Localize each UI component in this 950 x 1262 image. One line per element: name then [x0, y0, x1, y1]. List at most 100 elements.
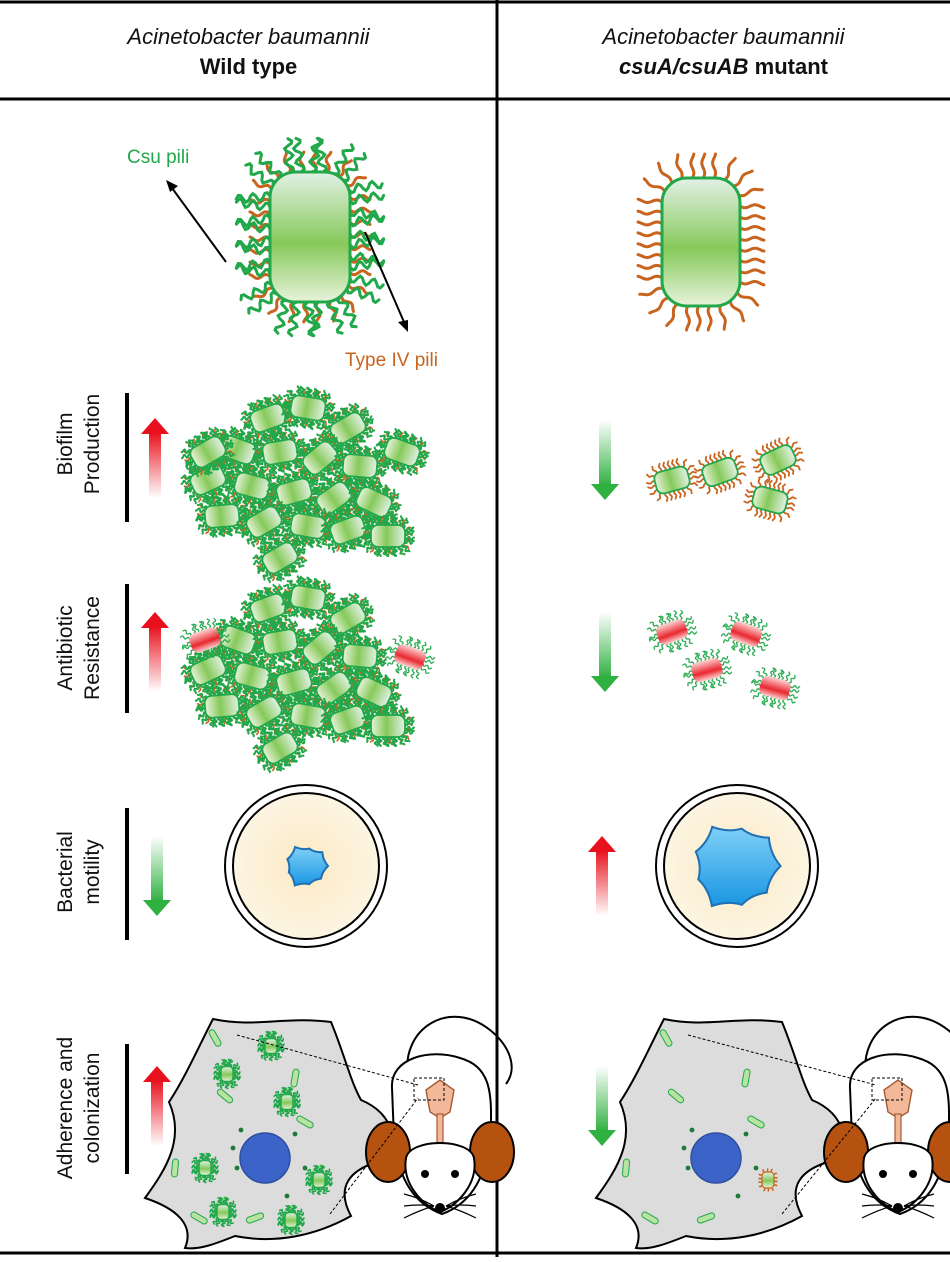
- mouse-ear-right: [469, 1121, 515, 1183]
- biofilm-cell: [360, 514, 416, 558]
- mouse-nose: [893, 1203, 903, 1213]
- antibiotic-wild-cluster: [180, 575, 416, 774]
- intracellular-rod: [216, 1088, 234, 1104]
- adhered-bacterium: [257, 1030, 285, 1062]
- mouse-whisker: [445, 1205, 477, 1219]
- motility-mutant-plate: [655, 784, 819, 948]
- adherence-wild-mouse: [365, 1015, 515, 1219]
- adherence-wild-host-cell: [143, 1017, 393, 1250]
- mouse-whisker: [445, 1193, 477, 1207]
- adherence-mutant-arrow: [588, 1066, 616, 1146]
- intracellular-rod: [208, 1029, 222, 1047]
- intracellular-dot: [284, 1193, 290, 1199]
- adhered-bacterium: [213, 1058, 241, 1090]
- antibiotic-wild-dead-cell: [384, 635, 436, 680]
- mouse-head: [862, 1142, 934, 1214]
- adherence-wild-arrow: [143, 1066, 171, 1146]
- biofilm-cell: [252, 722, 308, 774]
- motility-mutant-arrow: [588, 836, 616, 916]
- intracellular-dot: [689, 1127, 695, 1133]
- mouse-eye-left: [421, 1170, 429, 1178]
- intracellular-rod: [621, 1158, 631, 1178]
- biofilm-wild-loose-cell: [180, 426, 236, 478]
- adherence-mutant-mouse: [823, 1015, 950, 1219]
- mutant-bacterium: [636, 152, 766, 332]
- zoom-box: [871, 1077, 903, 1101]
- mouse-whisker: [861, 1204, 893, 1207]
- biofilm-cell: [280, 385, 336, 431]
- zoom-line: [329, 1097, 419, 1215]
- mouse-whisker: [903, 1193, 935, 1207]
- mutant-gene-label: csuA/csuAB: [618, 54, 749, 79]
- mouse-tail: [406, 1015, 513, 1085]
- antibiotic-wild-dead-cell-cell: [384, 635, 436, 680]
- mouse-eye-left: [879, 1170, 887, 1178]
- zoom-box: [413, 1077, 445, 1101]
- intracellular-rod: [696, 1212, 716, 1224]
- intracellular-dot: [302, 1165, 308, 1171]
- intracellular-rod: [659, 1029, 673, 1047]
- mouse-whisker: [903, 1204, 935, 1207]
- intracellular-rod: [170, 1158, 180, 1178]
- intracellular-rod: [190, 1211, 208, 1225]
- wild-type-header: Acinetobacter baumannii Wild type: [0, 22, 497, 82]
- csu-pointer-line: [171, 187, 227, 263]
- adhered-bacterium: [191, 1152, 219, 1184]
- csu-pili-label: Csu pili: [127, 147, 190, 168]
- mouse-lungs: [883, 1079, 913, 1119]
- mouse-whisker: [403, 1205, 435, 1219]
- adhered-bacterium: [277, 1204, 305, 1236]
- mutant-header: Acinetobacter baumannii csuA/csuAB mutan…: [497, 22, 950, 82]
- intracellular-dot: [230, 1145, 236, 1151]
- antibiotic-mutant-dead-cell: [646, 609, 698, 654]
- wild-species-label: Acinetobacter baumannii: [127, 24, 370, 49]
- intracellular-rod: [290, 1068, 300, 1088]
- biofilm-cell: [252, 619, 308, 665]
- mutant-bacterium-diagram: [636, 152, 766, 332]
- antibiotic-mutant-dead-cell: [720, 612, 772, 657]
- biofilm-mutant-cell: [693, 449, 747, 495]
- wild-type-bacterium-diagram: [166, 136, 408, 338]
- type-iv-pili-label: Type IV pili: [345, 350, 438, 371]
- mouse-nose: [435, 1203, 445, 1213]
- intracellular-dot: [681, 1145, 687, 1151]
- intracellular-rod: [667, 1088, 685, 1104]
- biofilm-mutant-cell: [751, 436, 805, 484]
- mouse-whisker: [445, 1204, 477, 1207]
- biofilm-cell: [280, 575, 336, 621]
- mouse-whisker: [861, 1193, 893, 1207]
- zoom-line: [236, 1034, 419, 1086]
- biofilm-mutant-cell: [645, 458, 699, 502]
- mutant-suffix-label: mutant: [748, 54, 829, 79]
- antibiotic-mutant-dead-cell: [682, 648, 733, 691]
- biofilm-wild-loose-cell: [374, 427, 430, 477]
- mouse-whisker: [903, 1205, 935, 1219]
- host-cell-nucleus: [690, 1132, 742, 1184]
- biofilm-cell: [252, 532, 308, 584]
- row-label-motility: Bacterial motility: [54, 831, 104, 913]
- intracellular-rod: [641, 1211, 659, 1225]
- csu-pointer-head: [166, 180, 178, 192]
- antibiotic-wild-arrow: [141, 612, 169, 692]
- antibiotic-mutant-dead-cell-cell: [682, 648, 733, 691]
- type4-pointer-head: [398, 320, 408, 332]
- mouse-eye-right: [451, 1170, 459, 1178]
- biofilm-cell: [252, 429, 308, 475]
- intracellular-rod: [245, 1212, 265, 1224]
- row-label-adherence: Adherence and colonization: [54, 1036, 104, 1180]
- row-label-biofilm: Biofilm Production: [54, 393, 104, 495]
- antibiotic-wild-dead-cell: [179, 617, 231, 662]
- biofilm-mutant-cell: [743, 477, 797, 523]
- antibiotic-mutant-dead-cell-cell: [646, 609, 698, 654]
- antibiotic-mutant-dead-cell: [750, 667, 801, 710]
- antibiotic-mutant-dead-cell-cell: [750, 667, 801, 710]
- biofilm-cell: [320, 695, 376, 744]
- motility-wild-colony: [286, 845, 330, 887]
- adhered-bacterium: [305, 1164, 333, 1196]
- biofilm-wild-cluster: [180, 385, 416, 584]
- intracellular-dot: [234, 1165, 240, 1171]
- mouse-eye-right: [909, 1170, 917, 1178]
